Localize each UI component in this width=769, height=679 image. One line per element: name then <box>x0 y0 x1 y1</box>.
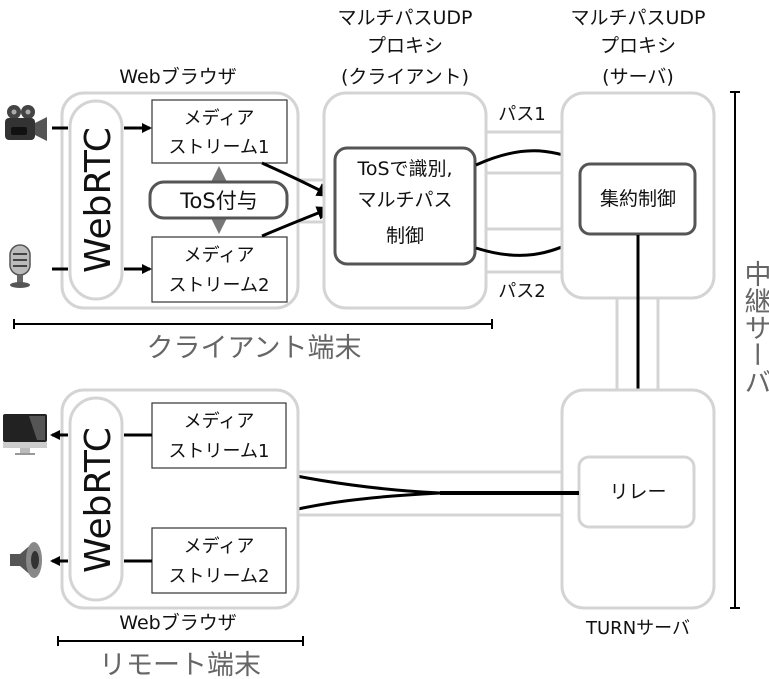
video-camera-icon <box>5 105 47 141</box>
client-terminal-label: クライアント端末 <box>147 333 362 364</box>
multipath-control-line1: ToSで識別, <box>356 158 452 180</box>
tos-assign-box <box>148 180 289 220</box>
server-proxy-title-line3: (サーバ) <box>602 66 674 88</box>
remote-terminal-label: リモート端末 <box>99 650 261 679</box>
client-proxy-title-line3: (クライアント) <box>341 66 469 88</box>
path2-pipe <box>486 227 563 274</box>
remote-stream2-box <box>151 527 287 594</box>
remote-stream1-box <box>151 402 287 469</box>
path1-label: パス1 <box>498 104 545 125</box>
microphone-icon <box>9 244 31 288</box>
remote-stream2-line2: ストリーム2 <box>169 566 270 587</box>
remote-browser-label: Webブラウザ <box>119 611 236 634</box>
turn-remote-pipe <box>297 470 563 517</box>
server-turn-pipe <box>615 298 660 390</box>
client-proxy-title-line1: マルチパスUDP <box>338 7 473 29</box>
path2-label: パス2 <box>498 281 545 302</box>
multipath-control-line3: 制御 <box>386 225 424 247</box>
aggregation-control-label: 集約制御 <box>600 188 676 210</box>
remote-stream1-line2: ストリーム1 <box>169 441 270 462</box>
client-stream2-line2: ストリーム2 <box>169 275 270 296</box>
client-proxy-title-line2: プロキシ <box>367 35 443 57</box>
tos-double-arrow-icon <box>211 166 227 234</box>
monitor-icon <box>3 414 47 455</box>
multipath-control-line2: マルチパス <box>357 189 452 211</box>
tos-assign-label: ToS付与 <box>179 189 257 213</box>
turn-server-label: TURNサーバ <box>585 618 690 639</box>
remote-webrtc-label: WebRTC <box>78 427 119 573</box>
remote-webrtc-block <box>68 396 124 602</box>
multipath-control-box <box>333 146 477 266</box>
client-webrtc-label: WebRTC <box>78 127 119 273</box>
server-proxy-title-line1: マルチパスUDP <box>571 7 706 29</box>
server-proxy-title-line2: プロキシ <box>600 35 676 57</box>
client-stream2-line1: メディア <box>184 245 255 266</box>
remote-stream2-line1: メディア <box>184 536 255 557</box>
client-stream1-line1: メディア <box>184 108 255 129</box>
relay-label: リレー <box>609 481 666 503</box>
client-stream1-box <box>151 99 288 164</box>
remote-stream1-line1: メディア <box>184 411 255 432</box>
aggregation-control-box <box>578 162 697 236</box>
relay-group-label: 中継サーバ <box>740 260 769 395</box>
client-stream1-line2: ストリーム1 <box>169 137 270 158</box>
path1-pipe <box>486 130 563 175</box>
client-stream2-box <box>151 236 288 303</box>
speaker-icon <box>10 542 42 578</box>
client-webrtc-block <box>68 99 124 301</box>
client-browser-label: Webブラウザ <box>119 65 236 88</box>
